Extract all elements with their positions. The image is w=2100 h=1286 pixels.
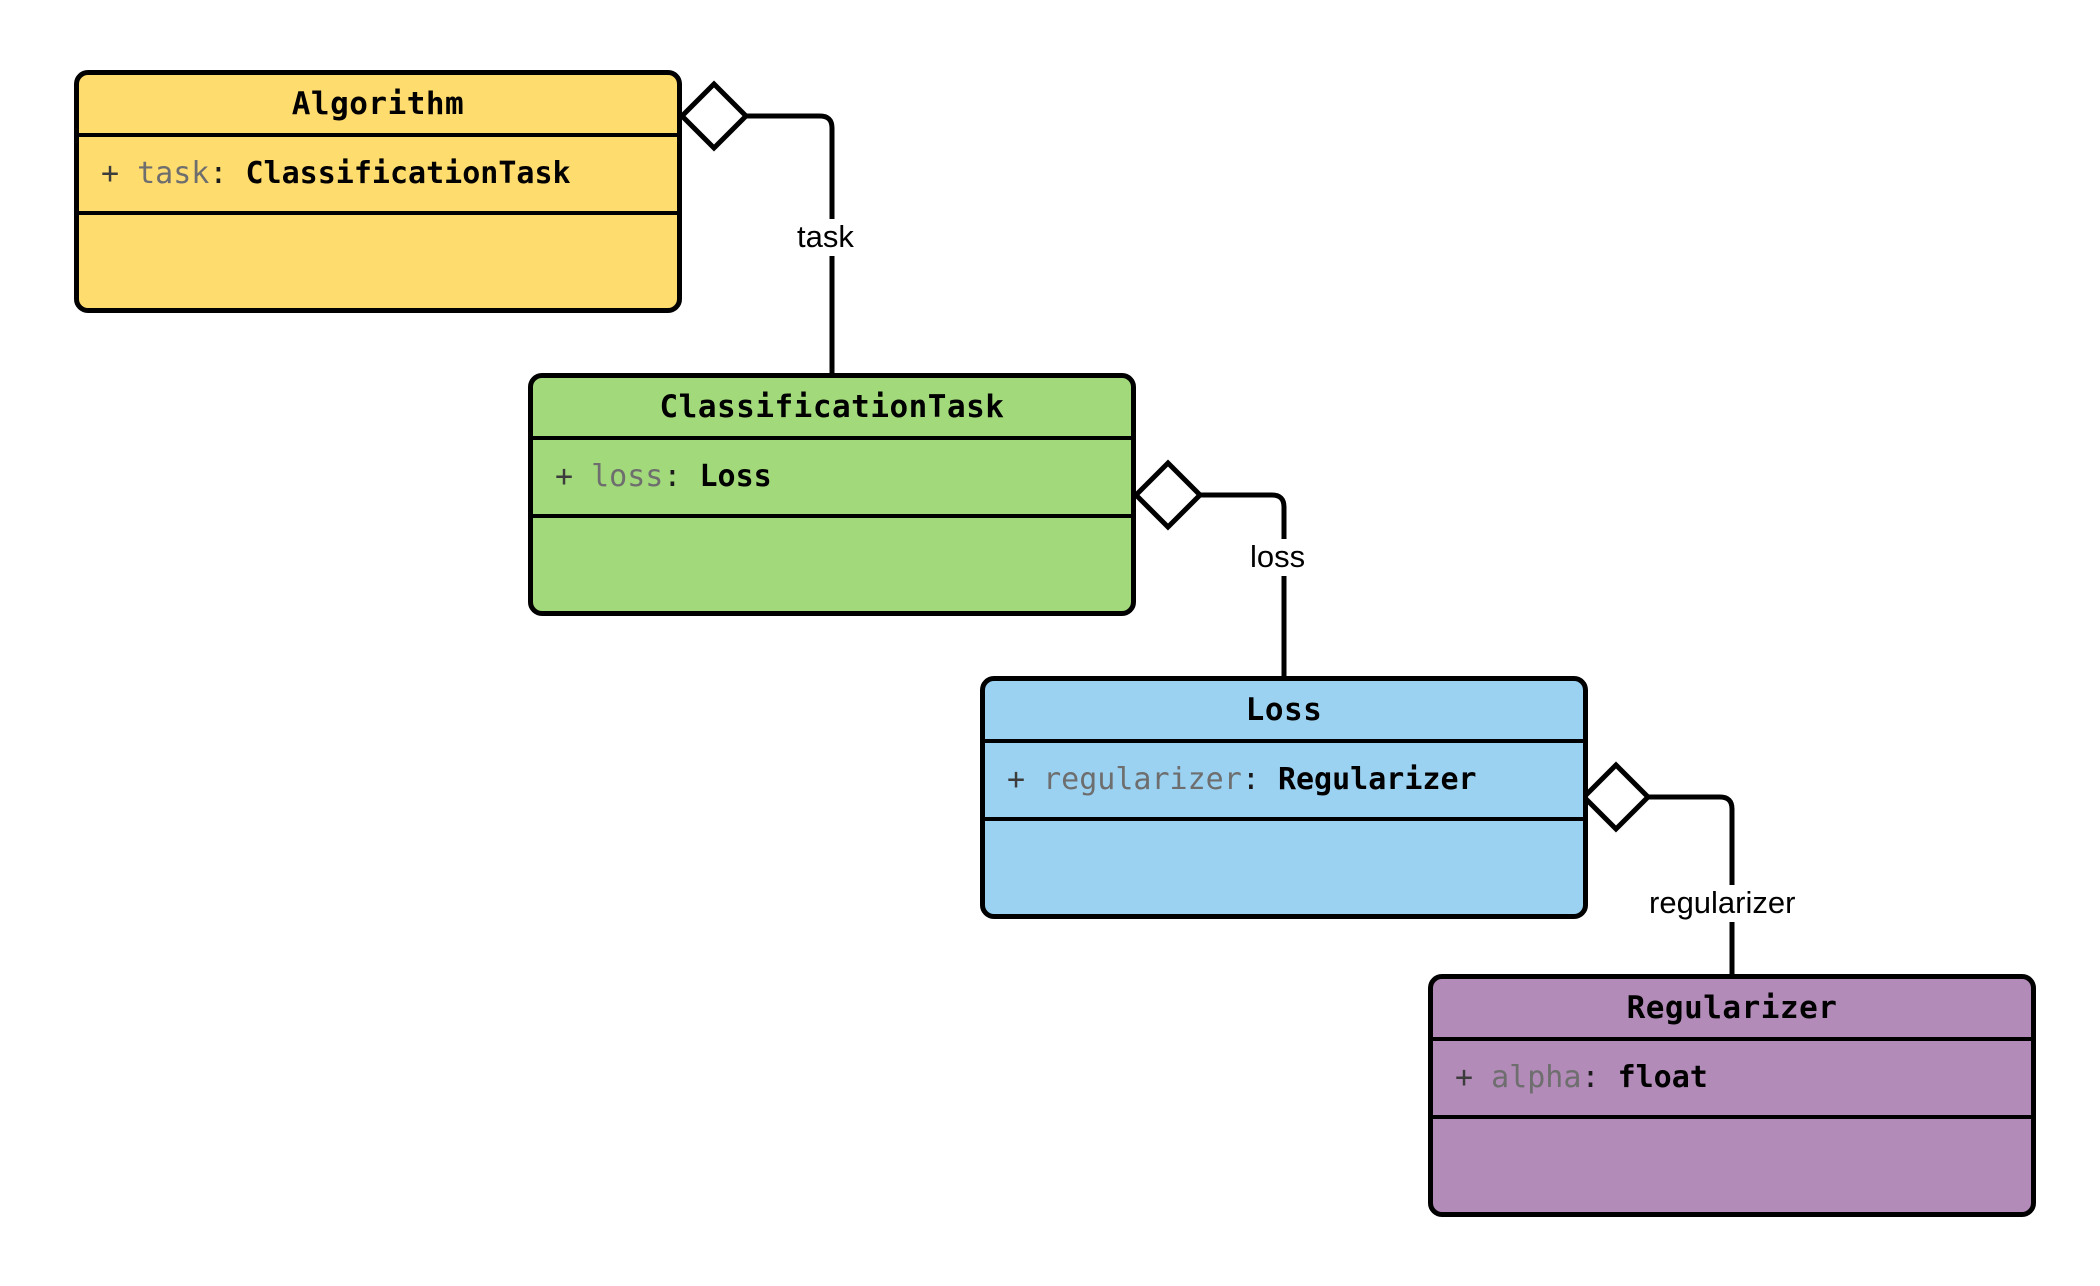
uml-class-algorithm[interactable]: Algorithm + task: ClassificationTask xyxy=(74,70,682,313)
attribute-separator: : xyxy=(209,156,246,191)
attribute-type: Regularizer xyxy=(1277,762,1477,797)
class-attributes-loss: + regularizer: Regularizer xyxy=(985,743,1583,821)
edge-label-loss: loss xyxy=(1246,539,1310,576)
attribute-separator: : xyxy=(1241,762,1278,797)
attribute-separator: : xyxy=(663,459,700,494)
class-title-loss: Loss xyxy=(985,681,1583,743)
class-title-regularizer: Regularizer xyxy=(1433,979,2031,1041)
class-title-classification-task: ClassificationTask xyxy=(533,378,1131,440)
attribute-row: + regularizer: Regularizer xyxy=(1007,765,1477,795)
aggregation-diamond-task xyxy=(678,80,750,152)
class-methods-classification-task xyxy=(533,518,1131,609)
attribute-name-text: task xyxy=(137,156,210,191)
attribute-type: ClassificationTask xyxy=(245,156,571,191)
attribute-name xyxy=(1473,1060,1491,1095)
uml-class-classification-task[interactable]: ClassificationTask + loss: Loss xyxy=(528,373,1136,616)
attribute-name-text: regularizer xyxy=(1043,762,1242,797)
uml-class-loss[interactable]: Loss + regularizer: Regularizer xyxy=(980,676,1588,919)
attribute-type: float xyxy=(1617,1060,1708,1095)
relationship-regularizer xyxy=(1580,761,1735,974)
aggregation-diamond-regularizer xyxy=(1580,761,1652,833)
attribute-separator: : xyxy=(1581,1060,1618,1095)
attribute-row: + alpha: float xyxy=(1455,1063,1708,1093)
attribute-row: + loss: Loss xyxy=(555,462,772,492)
aggregation-diamond-loss xyxy=(1132,459,1204,531)
edge-label-task: task xyxy=(793,219,858,256)
attribute-visibility: + xyxy=(555,459,574,494)
attribute-visibility: + xyxy=(1455,1060,1474,1095)
class-title-algorithm: Algorithm xyxy=(79,75,677,137)
class-attributes-regularizer: + alpha: float xyxy=(1433,1041,2031,1119)
class-attributes-classification-task: + loss: Loss xyxy=(533,440,1131,518)
attribute-name xyxy=(1025,762,1043,797)
class-methods-regularizer xyxy=(1433,1119,2031,1210)
class-methods-loss xyxy=(985,821,1583,912)
attribute-name-text: alpha xyxy=(1491,1060,1582,1095)
uml-class-regularizer[interactable]: Regularizer + alpha: float xyxy=(1428,974,2036,1217)
edge-label-regularizer: regularizer xyxy=(1645,885,1800,922)
class-methods-algorithm xyxy=(79,215,677,306)
attribute-name xyxy=(573,459,591,494)
attribute-row: + task: ClassificationTask xyxy=(101,159,571,189)
attribute-type: Loss xyxy=(699,459,772,494)
attribute-name-text: loss xyxy=(591,459,664,494)
attribute-visibility: + xyxy=(1007,762,1026,797)
edge-path-loss xyxy=(1200,492,1287,676)
class-attributes-algorithm: + task: ClassificationTask xyxy=(79,137,677,215)
attribute-visibility: + xyxy=(101,156,120,191)
attribute-name xyxy=(119,156,137,191)
